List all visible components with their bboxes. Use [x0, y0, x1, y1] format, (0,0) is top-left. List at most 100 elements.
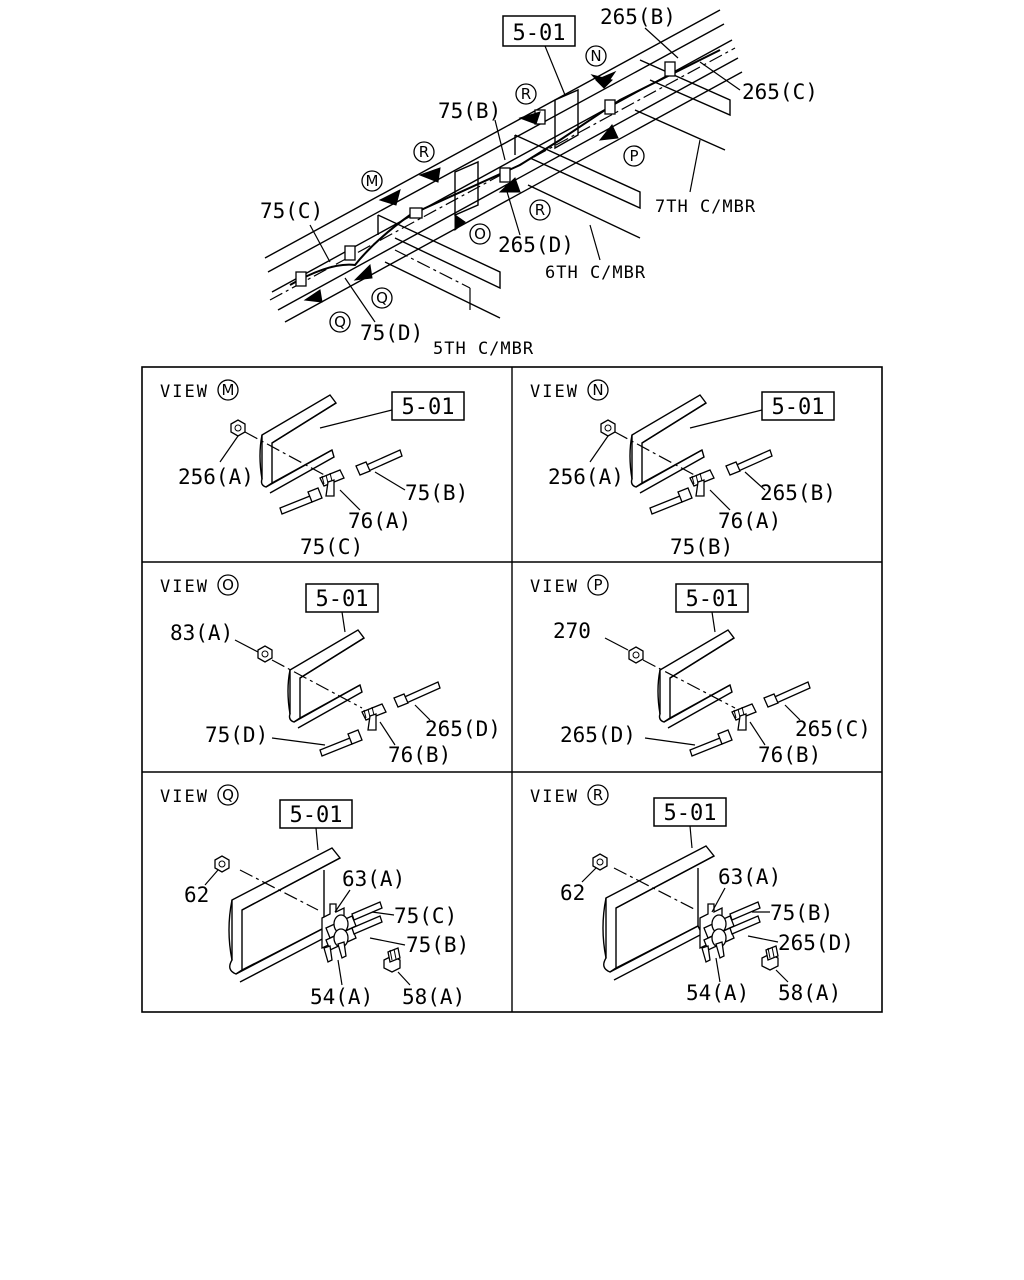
- view-r-clamp-icon: [699, 901, 761, 963]
- view-n-title: VIEW: [530, 382, 579, 402]
- view-p-part-2: 265(C): [795, 717, 871, 741]
- view-p-pipe-left: [689, 729, 733, 757]
- view-o-part-1: 83(A): [170, 621, 233, 645]
- view-n-pipe-left: [649, 487, 693, 515]
- marker-r2: R: [413, 141, 435, 163]
- marker-q2: Q: [329, 311, 351, 333]
- view-m-tee-icon: [319, 469, 345, 497]
- view-n-tee-icon: [689, 469, 715, 497]
- view-q-title: VIEW: [160, 787, 209, 807]
- view-r-part-5: 54(A): [686, 981, 749, 1005]
- view-o-title: VIEW: [160, 577, 209, 597]
- svg-text:P: P: [629, 147, 638, 165]
- label-265d: 265(D): [498, 233, 574, 257]
- view-q-part-6: 58(A): [402, 985, 465, 1009]
- view-p-title: VIEW: [530, 577, 579, 597]
- svg-text:R: R: [535, 201, 545, 219]
- marker-m: M: [361, 170, 383, 192]
- view-m-panel: VIEW M 5-01 256(A) 75(B) 76(A) 75(C): [160, 379, 468, 559]
- view-n-part-4: 75(B): [670, 535, 733, 559]
- svg-text:R: R: [593, 786, 603, 804]
- view-q-ref-label: 5-01: [290, 803, 343, 828]
- svg-text:Q: Q: [334, 313, 346, 331]
- svg-text:O: O: [474, 225, 486, 243]
- label-75d: 75(D): [360, 321, 423, 345]
- bracket-rear: [554, 88, 579, 150]
- view-n-part-1: 256(A): [548, 465, 624, 489]
- svg-text:N: N: [592, 381, 603, 399]
- view-p-channel: [657, 629, 735, 729]
- view-n-part-2: 265(B): [760, 481, 836, 505]
- view-p-nut-icon: [628, 646, 644, 664]
- view-r-part-4: 265(D): [778, 931, 854, 955]
- view-n-nut-icon: [600, 419, 616, 437]
- views-grid: [141, 366, 883, 1013]
- view-o-part-2: 265(D): [425, 717, 501, 741]
- view-q-part-3: 75(C): [394, 904, 457, 928]
- label-75c: 75(C): [260, 199, 323, 223]
- view-r-title: VIEW: [530, 787, 579, 807]
- view-q-marker: Q: [217, 784, 239, 806]
- view-q-part-2: 63(A): [342, 867, 405, 891]
- view-o-part-4: 75(D): [205, 723, 268, 747]
- view-o-ref-box: [305, 583, 379, 613]
- clamp-group: [295, 61, 676, 287]
- view-p-part-1: 270: [553, 619, 591, 643]
- overview-ref-box: [502, 15, 576, 47]
- view-o-panel: VIEW O 5-01 83(A) 265(D) 76(B) 75(D): [160, 574, 501, 767]
- label-75b: 75(B): [438, 99, 501, 123]
- view-r-marker: R: [587, 784, 609, 806]
- view-q-channel: [228, 847, 341, 983]
- view-q-ref-box: [279, 799, 353, 829]
- view-n-panel: VIEW N 5-01 256(A) 265(B) 76(A) 75(B): [530, 379, 836, 559]
- view-r-part-2: 63(A): [718, 865, 781, 889]
- cross-member-7th: [634, 59, 731, 193]
- view-n-pipe-right: [725, 449, 773, 476]
- marker-r1: R: [515, 83, 537, 105]
- label-5th-member: 5TH C/MBR: [433, 339, 534, 359]
- view-q-nut-icon: [214, 855, 230, 873]
- view-n-ref-box: [761, 391, 835, 421]
- view-o-part-3: 76(B): [388, 743, 451, 767]
- view-o-ref-label: 5-01: [316, 587, 369, 612]
- svg-text:Q: Q: [376, 289, 388, 307]
- view-o-channel: [287, 629, 365, 729]
- svg-text:Q: Q: [222, 786, 234, 804]
- view-q-bolt-icon: [383, 947, 401, 973]
- view-m-pipe-left: [279, 487, 323, 515]
- view-r-nut-icon: [592, 853, 608, 871]
- view-q-part-1: 62: [184, 883, 209, 907]
- view-m-part-1: 256(A): [178, 465, 254, 489]
- view-p-ref-label: 5-01: [686, 587, 739, 612]
- svg-text:R: R: [521, 85, 531, 103]
- view-r-ref-box: [653, 797, 727, 827]
- view-q-clamp-icon: [321, 901, 383, 963]
- view-r-panel: VIEW R 5-01 62 63(A) 75(B) 265(D) 54(A) …: [530, 784, 854, 1005]
- view-m-pipe-right: [355, 449, 403, 476]
- view-o-pipe-left: [319, 729, 363, 757]
- marker-n: N: [585, 45, 607, 67]
- view-p-part-3: 76(B): [758, 743, 821, 767]
- svg-text:N: N: [590, 47, 601, 65]
- view-arrows: [303, 70, 619, 303]
- marker-r3: R: [529, 199, 551, 221]
- svg-text:P: P: [593, 576, 602, 594]
- view-o-nut-icon: [257, 645, 273, 663]
- svg-text:R: R: [419, 143, 429, 161]
- view-r-bolt-icon: [761, 945, 779, 971]
- view-m-part-3: 76(A): [348, 509, 411, 533]
- view-r-part-3: 75(B): [770, 901, 833, 925]
- view-q-part-4: 75(B): [406, 933, 469, 957]
- marker-o: O: [469, 223, 491, 245]
- view-n-part-3: 76(A): [718, 509, 781, 533]
- view-p-part-4: 265(D): [560, 723, 636, 747]
- view-m-ref-box: [391, 391, 465, 421]
- overview-ref-label: 5-01: [513, 21, 566, 46]
- marker-p: P: [623, 145, 645, 167]
- svg-text:M: M: [366, 172, 379, 190]
- view-r-part-6: 58(A): [778, 981, 841, 1005]
- svg-text:M: M: [222, 381, 235, 399]
- view-p-marker: P: [587, 574, 609, 596]
- view-m-part-4: 75(C): [300, 535, 363, 559]
- view-o-marker: O: [217, 574, 239, 596]
